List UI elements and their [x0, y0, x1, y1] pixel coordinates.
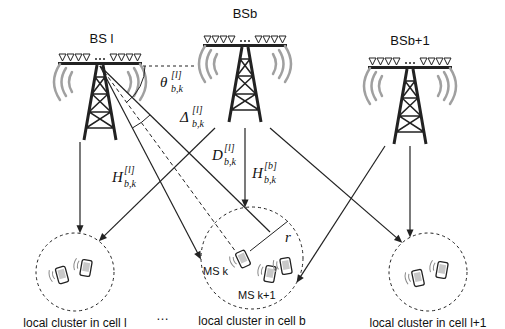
arrowhead [194, 251, 201, 260]
math-symbol: H [112, 170, 123, 185]
superscript: [l] [224, 143, 235, 153]
mobile-phone [428, 260, 448, 279]
connector-line [79, 142, 80, 228]
connector-line [299, 146, 385, 279]
superscript: [b] [264, 161, 277, 171]
angular-spread-line [100, 66, 140, 142]
distance-line [100, 66, 236, 252]
radius-line [250, 221, 288, 251]
superscript: [l] [192, 105, 203, 115]
mobile-phone [72, 258, 92, 277]
subscript: b,k [192, 119, 204, 129]
station-label: BS l [90, 32, 114, 47]
signal-link [99, 128, 215, 241]
math-symbol: Δ [180, 110, 189, 125]
signal-link [140, 142, 201, 259]
mobile-phone [404, 269, 424, 288]
subscript: b,k [264, 175, 276, 185]
connector-line [102, 128, 215, 238]
math-symbol: θ [160, 75, 167, 90]
arrowhead [77, 225, 84, 233]
base-station: BSb [200, 4, 290, 128]
cluster-outline [388, 232, 468, 312]
signal-link [270, 128, 402, 243]
superscript: [l] [124, 165, 135, 175]
terminal-label: MS k+1 [238, 290, 276, 301]
cluster-label: local cluster in cell l [23, 317, 126, 329]
mobile-phone [228, 250, 251, 272]
arrowhead [242, 199, 249, 207]
cluster-circle [389, 233, 467, 311]
signal-link [297, 146, 385, 283]
subscript: b,k [171, 84, 183, 94]
math-symbol: r [285, 230, 291, 245]
superscript: [l] [171, 70, 182, 80]
arrowhead [394, 235, 402, 243]
cluster-region: local cluster in cell l [20, 232, 129, 329]
cluster-outline [35, 232, 115, 312]
math-symbol: H [252, 166, 263, 181]
station-label: BSb [233, 7, 258, 22]
connector-line [140, 142, 199, 255]
base-station-tower [199, 36, 291, 122]
cluster-circle [201, 207, 303, 309]
angular-spread-line [100, 66, 270, 232]
signal-link [77, 142, 84, 233]
signal-link [407, 146, 414, 237]
angle-arc [127, 66, 146, 102]
connector-line [270, 128, 399, 239]
ellipsis: … [156, 309, 169, 322]
terminal-label: MS k [203, 266, 228, 277]
arrowhead [99, 233, 107, 241]
angle-arc [132, 115, 150, 128]
reference-line [143, 66, 195, 67]
station-label: BSb+1 [390, 34, 429, 49]
connector-line [409, 146, 410, 232]
subscript: b,k [224, 157, 236, 167]
cluster-region: local cluster in cell l+1 [366, 232, 489, 329]
math-symbol: D [212, 148, 223, 163]
base-station: BS l [57, 29, 146, 142]
cluster-label: local cluster in cell l+1 [369, 317, 486, 329]
base-station: BSb+1 [365, 31, 455, 146]
arrowhead [407, 229, 414, 237]
base-station-tower [364, 58, 456, 144]
mobile-phone [272, 257, 292, 276]
signal-link [242, 128, 249, 207]
mobile-phone [48, 266, 69, 286]
connector-line [244, 128, 245, 202]
cluster-label: local cluster in cell b [198, 315, 305, 329]
subscript: b,k [124, 179, 136, 189]
cluster-circle [36, 233, 114, 311]
